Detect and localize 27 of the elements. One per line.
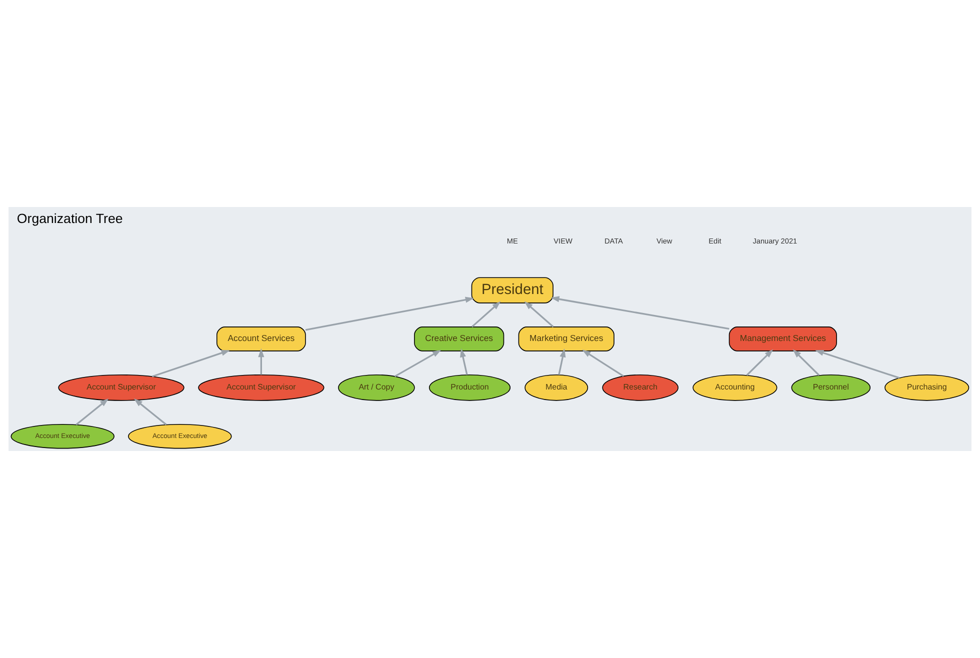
label: VIEW xyxy=(554,236,572,246)
arrow xyxy=(814,350,900,379)
arrow xyxy=(792,349,820,376)
arrow xyxy=(558,348,566,375)
label: View xyxy=(656,236,672,246)
label: January 2021 xyxy=(752,236,798,246)
arrow xyxy=(460,348,468,375)
node-box: President xyxy=(471,277,554,304)
label: ME xyxy=(506,236,518,246)
node-box: Management Services xyxy=(728,326,837,352)
node-box: Creative Services xyxy=(414,326,504,352)
arrow xyxy=(76,398,109,426)
label: DATA xyxy=(604,236,623,246)
arrow xyxy=(471,301,501,328)
arrow xyxy=(746,349,774,376)
arrow xyxy=(305,296,474,331)
arrow xyxy=(134,398,167,426)
arrow xyxy=(524,301,554,328)
arrow xyxy=(152,350,230,378)
arrow xyxy=(550,296,730,330)
diagram-title: Organization Tree xyxy=(16,210,123,226)
arrow xyxy=(394,350,442,378)
node-box: Account Services xyxy=(216,326,306,352)
arrow xyxy=(582,350,624,377)
label: Edit xyxy=(708,236,722,246)
node-box: Marketing Services xyxy=(518,326,614,352)
arrow xyxy=(258,348,264,375)
